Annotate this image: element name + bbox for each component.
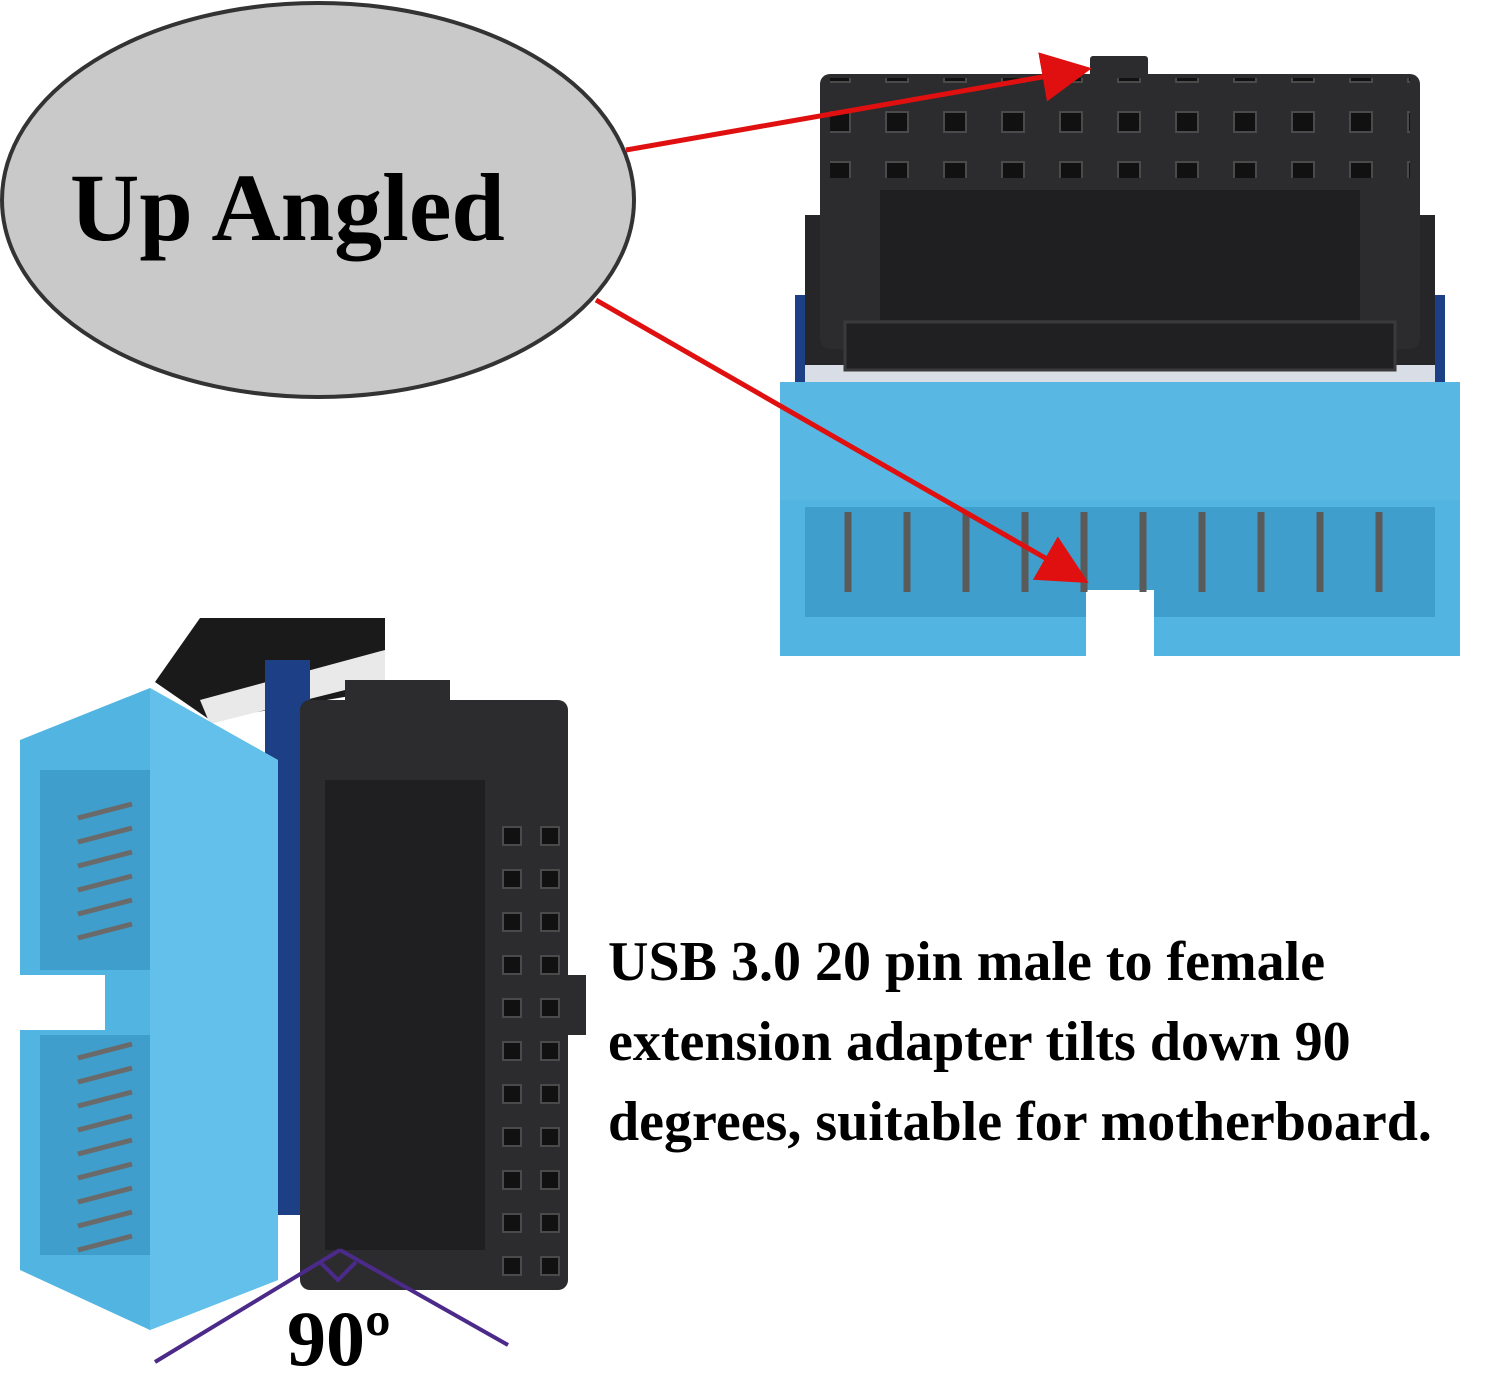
top-blue-key-notch <box>1086 590 1154 656</box>
bottom-male-pins <box>77 801 133 1253</box>
angle-line-left <box>153 1248 342 1364</box>
angle-right-mark <box>318 1260 358 1283</box>
male-pin <box>77 873 133 893</box>
angle-line-right <box>339 1248 509 1347</box>
description-line-3: degrees, suitable for motherboard. <box>608 1091 1432 1153</box>
angle-marker <box>153 1248 509 1364</box>
top-connector <box>780 56 1460 656</box>
description-line-1: USB 3.0 20 pin male to female <box>608 931 1326 993</box>
male-pin <box>77 849 133 869</box>
bottom-blue-cavity-lower <box>40 1035 150 1255</box>
male-pin <box>77 897 133 917</box>
description-line-2: extension adapter tilts down 90 <box>608 1011 1351 1073</box>
top-housing-base <box>843 320 1397 372</box>
top-female-pins <box>830 78 1410 178</box>
male-pin <box>77 801 133 821</box>
male-pin <box>77 921 133 941</box>
male-pin <box>77 825 133 845</box>
bottom-connector <box>20 618 586 1330</box>
male-pin <box>77 1137 133 1157</box>
male-pin <box>77 1113 133 1133</box>
bottom-housing-face <box>325 780 485 1250</box>
callout-arrow-top <box>625 52 1092 153</box>
male-pin <box>77 1233 133 1253</box>
angle-label: 90º <box>287 1295 391 1382</box>
bottom-key-tab <box>345 680 450 720</box>
top-key-tab <box>1090 56 1148 82</box>
male-pin <box>77 1041 133 1061</box>
bottom-blue-key-notch <box>20 975 105 1030</box>
bottom-blue-side <box>150 688 278 1330</box>
bottom-side-latch <box>560 975 586 1035</box>
top-housing-face <box>880 190 1360 320</box>
male-pin <box>77 1185 133 1205</box>
top-blue-housing-top <box>780 382 1460 512</box>
male-pin <box>77 1161 133 1181</box>
male-pin <box>77 1089 133 1109</box>
callout-label: Up Angled <box>70 154 505 261</box>
male-pin <box>77 1065 133 1085</box>
male-pin <box>77 1209 133 1229</box>
callout-ellipse <box>0 1 636 399</box>
bottom-female-pins <box>485 805 563 1280</box>
callout-arrow-bottom <box>594 297 1089 583</box>
bottom-blue-cavity-upper <box>40 770 150 970</box>
product-description: USB 3.0 20 pin male to female extension … <box>608 922 1498 1162</box>
